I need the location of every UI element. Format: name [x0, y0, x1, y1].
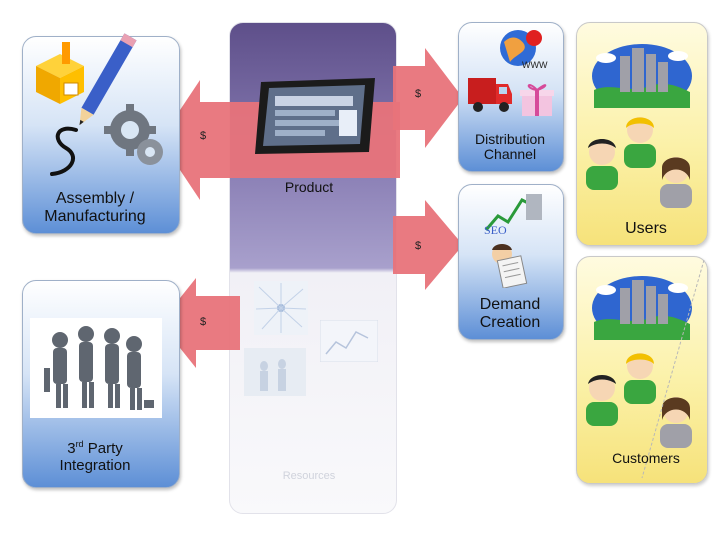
dollar-bottom-left: $	[200, 316, 207, 328]
distribution-label-line2: Channel	[483, 146, 537, 163]
customer-avatar-1-icon	[586, 375, 618, 426]
news-reader-icon	[492, 244, 528, 288]
demand-label: Demand Creation	[458, 296, 562, 331]
seo-text: SEO	[484, 223, 507, 237]
arrow-left-bottom	[160, 278, 240, 368]
city-scene-icon	[592, 44, 692, 108]
distribution-label: Distribution Channel	[458, 131, 562, 163]
gift-box-icon	[520, 84, 554, 116]
user-avatar-2-icon	[624, 117, 656, 168]
integration-label: 3rd Party Integration	[22, 439, 168, 474]
assembly-label-line1: Assembly /	[55, 190, 135, 207]
integration-label-sup: rd	[75, 439, 84, 449]
diagonal-divider	[641, 259, 705, 479]
pencil-icon	[79, 33, 137, 126]
customer-avatar-2-icon	[624, 353, 656, 404]
network-image-icon	[254, 281, 308, 335]
dollar-top-left: $	[200, 130, 207, 142]
dollar-top-right: $	[415, 88, 422, 100]
customers-label: Customers	[612, 450, 680, 466]
chart-image-icon	[320, 320, 378, 362]
user-avatar-1-icon	[586, 139, 618, 190]
dollar-mid-right: $	[415, 240, 422, 252]
integration-label-line2: Integration	[59, 456, 131, 474]
assembly-label: Assembly / Manufacturing	[22, 190, 168, 225]
tablet-icon	[255, 78, 375, 154]
customer-avatar-3-icon	[660, 397, 692, 448]
assembly-label-line2: Manufacturing	[44, 207, 146, 225]
signature-icon	[50, 126, 78, 176]
arrow-right-top	[393, 48, 463, 148]
demand-label-line1: Demand	[479, 296, 541, 313]
demand-label-line2: Creation	[479, 313, 541, 331]
integration-label-line1: 3rd Party	[22, 439, 168, 458]
city-scene-customers-icon	[592, 276, 692, 340]
delivery-truck-icon	[468, 78, 512, 112]
product-label: Product	[284, 179, 334, 195]
seo-chart-icon: SEO	[484, 194, 542, 237]
globe-www-icon: WWW	[500, 30, 548, 70]
resources-label: Resources	[282, 470, 336, 482]
arrow-right-middle	[393, 200, 463, 290]
gears-icon	[104, 104, 163, 165]
demand-creation-box	[458, 184, 564, 340]
factory-icon	[36, 42, 84, 104]
www-text: WWW	[522, 60, 548, 70]
user-avatar-3-icon	[660, 157, 692, 208]
integration-label-number: 3	[67, 440, 76, 457]
team-people-icon	[30, 318, 162, 418]
integration-label-party: Party	[83, 440, 123, 457]
people-silhouette-image-icon	[244, 348, 306, 396]
distribution-label-line1: Distribution	[474, 131, 546, 147]
users-label: Users	[625, 220, 667, 237]
